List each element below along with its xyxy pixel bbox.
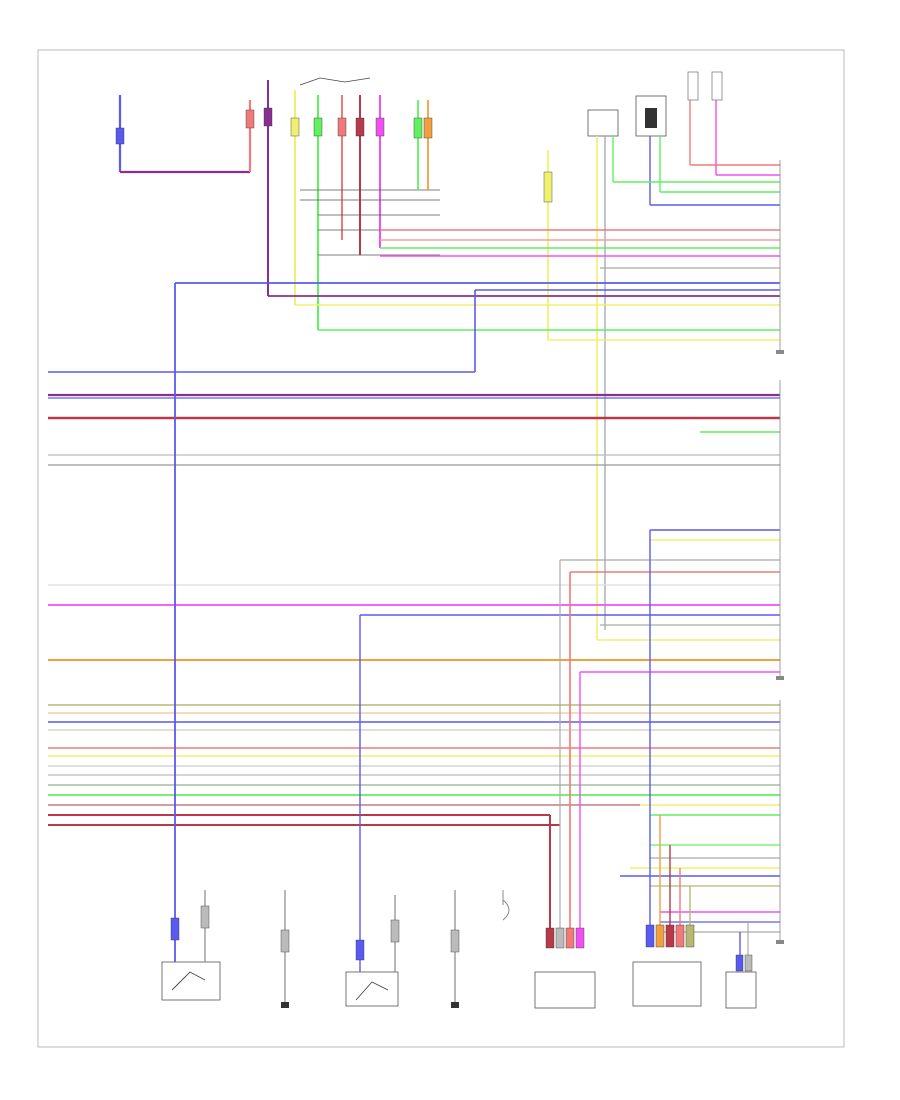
top-sensor bbox=[543, 150, 553, 340]
ecu-pin-column bbox=[776, 160, 784, 944]
top-left-switch bbox=[115, 95, 255, 174]
bottom-module-right bbox=[632, 924, 702, 1007]
right-harness bbox=[48, 164, 780, 933]
bottom-sensor-right bbox=[725, 954, 757, 1009]
bottom-switch-1 bbox=[161, 890, 221, 1001]
diagram-frame bbox=[37, 49, 845, 1048]
top-right-modules bbox=[587, 71, 723, 640]
bottom-module-center bbox=[534, 927, 596, 1009]
switch-bank bbox=[263, 77, 440, 330]
bottom-sensor bbox=[502, 890, 510, 921]
top-connector-b bbox=[413, 100, 433, 190]
vertical-risers bbox=[174, 283, 749, 958]
bottom-ground-1 bbox=[280, 890, 290, 1008]
bottom-switch-2 bbox=[345, 895, 400, 1007]
bottom-ground-2 bbox=[450, 890, 460, 1008]
